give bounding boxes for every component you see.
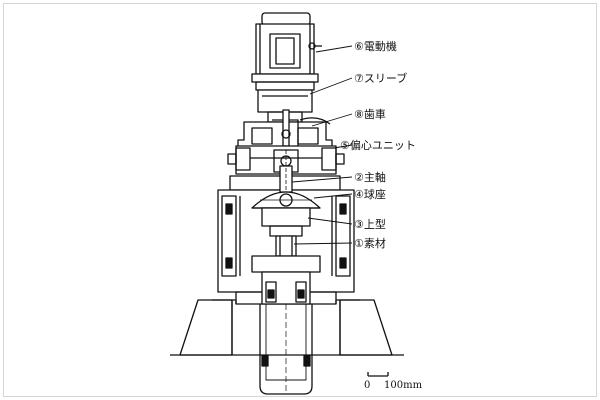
scale-length-label: 100mm [384, 380, 423, 391]
lower-die-drawing [251, 255, 321, 305]
eccentric-unit-drawing [227, 145, 345, 175]
label-motor: ⑥電動機 [354, 39, 397, 53]
gear-housing-drawing [237, 109, 333, 151]
label-ball-seat: ④球座 [354, 187, 386, 201]
main-frame-drawing [217, 175, 355, 305]
upper-die-drawing [261, 207, 311, 237]
label-sleeve: ⑦スリーブ [354, 71, 407, 85]
label-spindle: ②主軸 [354, 170, 386, 184]
label-gear: ⑧歯車 [354, 107, 386, 121]
label-eccentric-unit: ⑤偏心ユニット [340, 138, 416, 152]
scale-zero-label: 0 [364, 380, 370, 391]
spindle-drawing [279, 150, 293, 200]
leader-lines [291, 45, 353, 245]
workpiece-drawing [275, 235, 297, 257]
label-upper-die: ③上型 [354, 217, 386, 231]
part-labels: ⑥電動機 ⑦スリーブ ⑧歯車 ⑤偏心ユニット ②主軸 ④球座 ③上型 ①素材 [340, 39, 416, 250]
sleeve-drawing [257, 89, 313, 123]
motor-drawing [251, 12, 322, 91]
foundation-drawing [170, 299, 404, 395]
label-workpiece: ①素材 [354, 236, 386, 250]
ball-seat-drawing [251, 191, 321, 209]
scale-bar: 0 100mm [364, 372, 423, 391]
